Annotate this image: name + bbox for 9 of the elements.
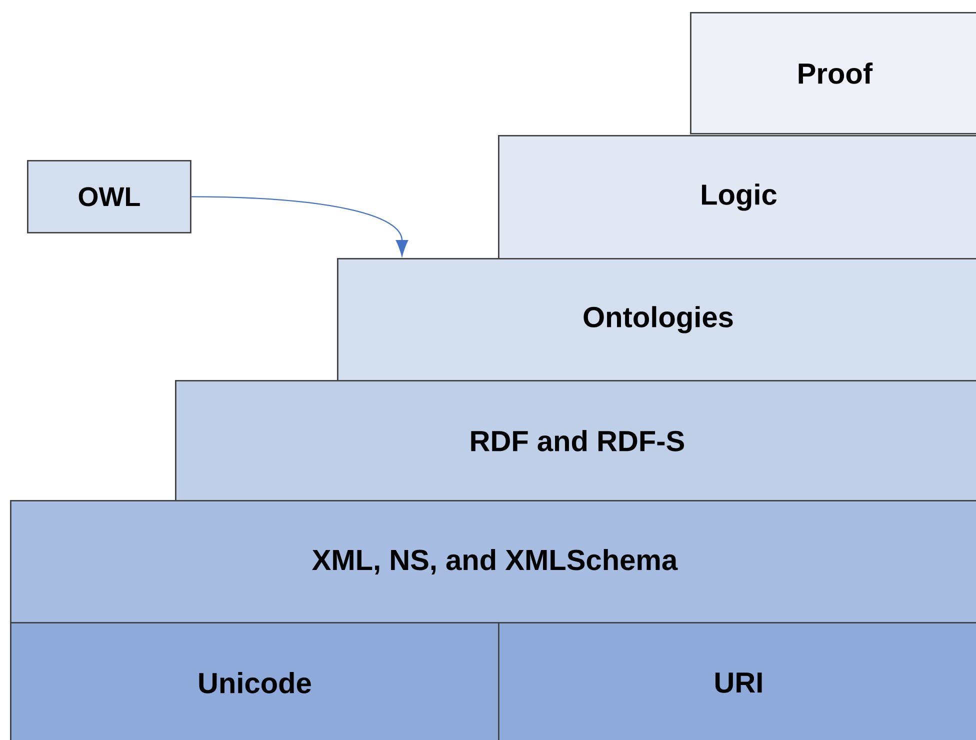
owl-box: OWL xyxy=(27,160,192,234)
layer-box: Unicode xyxy=(10,622,500,740)
layer-box: XML, NS, and XMLSchema xyxy=(10,500,976,624)
layer-box: Logic xyxy=(498,135,976,260)
layer-box: Proof xyxy=(690,12,976,134)
arrow xyxy=(191,196,408,256)
layer-box: RDF and RDF-S xyxy=(175,380,976,502)
layer-box: Ontologies xyxy=(337,258,976,382)
layer-box: URI xyxy=(498,622,976,740)
